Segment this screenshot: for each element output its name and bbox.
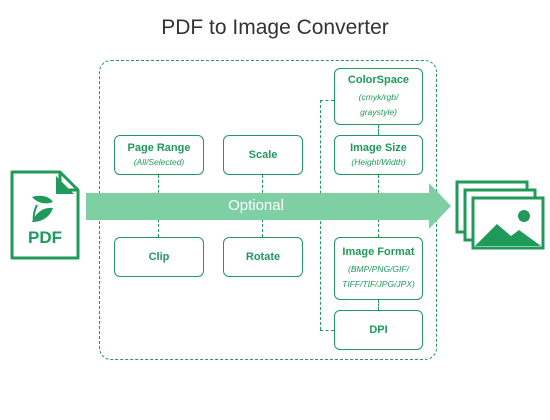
diagram-title: PDF to Image Converter — [161, 16, 389, 39]
image-size-label: Image Size — [350, 141, 407, 154]
image-size-box: Image Size (Height/Width) — [334, 135, 423, 175]
colorspace-label: ColorSpace — [347, 74, 410, 86]
dpi-label: DPI — [369, 324, 388, 336]
colorspace-sub-2: graystyle) — [360, 107, 397, 117]
optional-arrow — [86, 183, 451, 229]
image-stack-icon — [455, 180, 545, 250]
clip-label: Clip — [148, 251, 170, 263]
page-range-sub: (All/Selected) — [133, 156, 185, 167]
dpi-box: DPI — [334, 310, 423, 350]
pdf-icon-label: PDF — [28, 228, 62, 247]
colorspace-box: ColorSpace (cmyk/rgb/ graystyle) — [334, 68, 423, 125]
connector-bracket-bottom — [320, 330, 334, 331]
clip-box: Clip — [114, 237, 204, 277]
page-range-box: Page Range (All/Selected) — [114, 135, 204, 175]
page-range-label: Page Range — [127, 141, 191, 154]
scale-box: Scale — [223, 135, 303, 175]
image-format-box: Image Format (BMP/PNG/GIF/ TIFF/TIF/JPG/… — [334, 237, 423, 300]
connector-image-format — [378, 300, 379, 310]
rotate-box: Rotate — [223, 237, 303, 277]
colorspace-sub-1: (cmyk/rgb/ — [358, 92, 399, 102]
image-format-sub-1: (BMP/PNG/GIF/ — [348, 264, 409, 274]
arrow-label: Optional — [228, 197, 284, 214]
image-size-sub: (Height/Width) — [351, 156, 406, 167]
leaf-logo-icon — [32, 195, 53, 223]
rotate-label: Rotate — [245, 251, 281, 263]
image-format-sub-2: TIFF/TIF/JPG/JPX) — [342, 279, 415, 289]
image-format-label: Image Format — [342, 246, 415, 258]
pdf-file-icon: PDF — [10, 170, 80, 260]
connector-colorspace — [378, 125, 379, 135]
scale-label: Scale — [248, 149, 278, 161]
connector-bracket-top — [320, 100, 334, 101]
